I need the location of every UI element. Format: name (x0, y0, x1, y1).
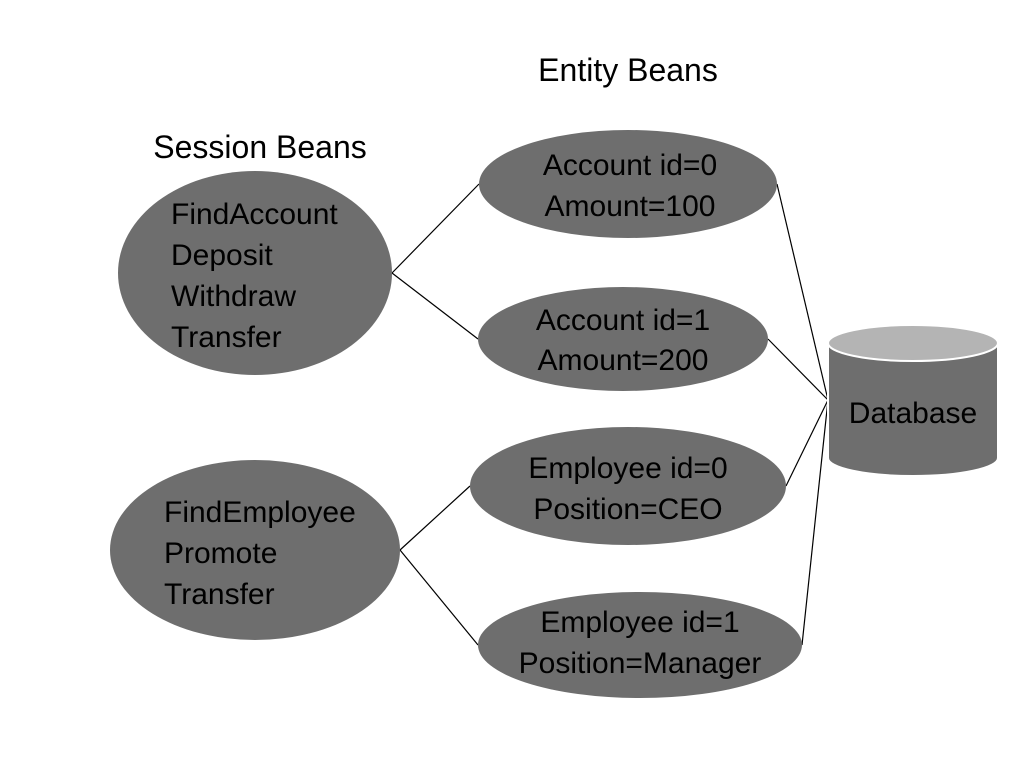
database-cylinder-body[interactable] (827, 342, 999, 477)
connector-entity-0-to-database (776, 183, 829, 401)
session-bean-account-shape[interactable] (118, 171, 392, 375)
entity-bean-employee-0[interactable]: Employee id=0 Position=CEO (470, 427, 786, 545)
entity-bean-account-0-line-2: Amount=100 (545, 190, 716, 223)
session-bean-account-line-3: Withdraw (171, 280, 296, 313)
entity-beans-heading: Entity Beans (538, 52, 718, 88)
session-bean-employee-line-2: Promote (164, 537, 277, 570)
connector-session-1-to-entity-3 (399, 549, 479, 646)
connector-session-1-to-entity-2 (399, 485, 471, 551)
entity-bean-employee-0-shape[interactable] (470, 427, 786, 545)
entity-bean-account-0[interactable]: Account id=0 Amount=100 (479, 130, 777, 238)
database[interactable]: Database (827, 324, 999, 477)
entity-bean-employee-1[interactable]: Employee id=1 Position=Manager (478, 592, 802, 698)
entity-bean-account-0-line-1: Account id=0 (543, 149, 717, 182)
connector-group (391, 183, 829, 646)
session-bean-account-line-2: Deposit (171, 239, 273, 272)
session-bean-employee[interactable]: FindEmployee Promote Transfer (110, 460, 400, 640)
session-bean-employee-line-1: FindEmployee (164, 496, 356, 529)
entity-bean-employee-1-line-2: Position=Manager (519, 647, 762, 680)
database-cylinder-top[interactable] (827, 324, 999, 362)
session-bean-account[interactable]: FindAccount Deposit Withdraw Transfer (118, 171, 392, 375)
session-beans-heading: Session Beans (153, 129, 366, 165)
connector-entity-1-to-database (767, 338, 829, 401)
entity-bean-account-1-shape[interactable] (478, 287, 768, 391)
session-bean-employee-line-3: Transfer (164, 578, 275, 611)
entity-bean-employee-0-line-1: Employee id=0 (528, 452, 727, 485)
entity-bean-account-0-shape[interactable] (479, 130, 777, 238)
connector-session-0-to-entity-0 (391, 183, 480, 274)
session-bean-employee-shape[interactable] (110, 460, 400, 640)
entity-bean-account-1-line-1: Account id=1 (536, 304, 710, 337)
connector-session-0-to-entity-1 (391, 272, 479, 340)
entity-bean-employee-0-line-2: Position=CEO (533, 493, 722, 526)
session-bean-account-line-4: Transfer (171, 321, 282, 354)
session-bean-account-line-1: FindAccount (171, 198, 338, 231)
connector-entity-3-to-database (801, 399, 829, 646)
entity-bean-account-1-line-2: Amount=200 (538, 344, 709, 377)
connector-entity-2-to-database (785, 399, 829, 487)
entity-bean-employee-1-shape[interactable] (478, 592, 802, 698)
entity-bean-employee-1-line-1: Employee id=1 (540, 606, 739, 639)
database-label: Database (849, 397, 977, 430)
entity-bean-account-1[interactable]: Account id=1 Amount=200 (478, 287, 768, 391)
